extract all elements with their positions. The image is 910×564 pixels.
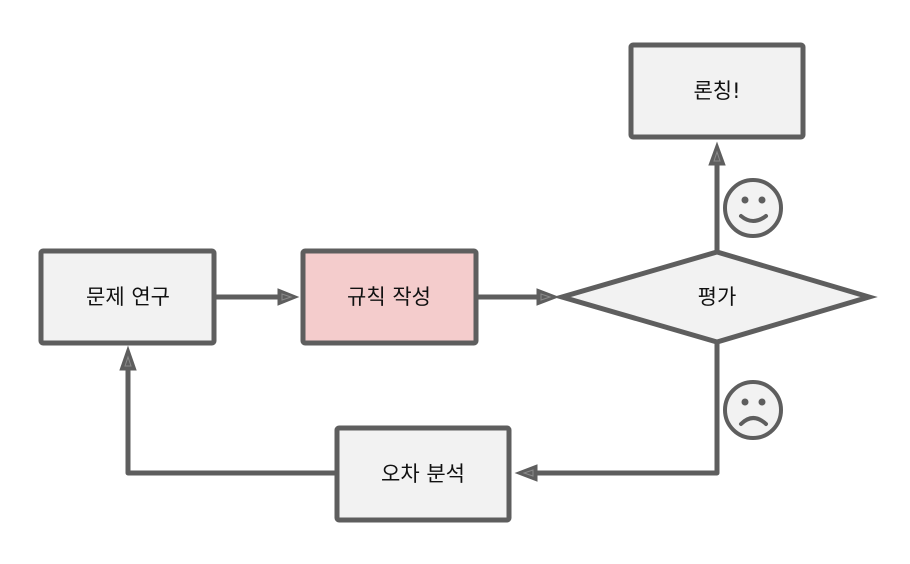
node-analyze-errors-label: 오차 분석: [381, 462, 465, 486]
edge-analyze-errors-to-study: [119, 345, 336, 476]
arrowhead-icon: [536, 288, 560, 306]
node-evaluate[interactable]: 평가: [553, 249, 878, 345]
smiley-face-icon: [723, 178, 783, 238]
edge-write-rules-to-evaluate: [476, 288, 560, 306]
arrowhead-icon: [277, 288, 300, 306]
node-write-rules[interactable]: 규칙 작성: [300, 248, 479, 346]
node-write-rules-label: 규칙 작성: [347, 285, 431, 309]
arrowhead-icon: [708, 141, 726, 166]
edge-evaluate-to-launch: [708, 141, 726, 252]
node-evaluate-label: 평가: [698, 285, 737, 309]
node-launch-label: 론칭!: [693, 79, 740, 103]
node-study[interactable]: 문제 연구: [38, 248, 217, 346]
node-study-label: 문제 연구: [86, 285, 170, 309]
node-launch[interactable]: 론칭!: [628, 42, 806, 140]
arrowhead-icon: [514, 464, 538, 482]
edge-evaluate-to-analyze-errors: [514, 342, 720, 482]
frowny-face-icon: [723, 380, 783, 440]
node-analyze-errors[interactable]: 오차 분석: [334, 425, 512, 523]
edge-study-to-write-rules: [215, 288, 300, 306]
